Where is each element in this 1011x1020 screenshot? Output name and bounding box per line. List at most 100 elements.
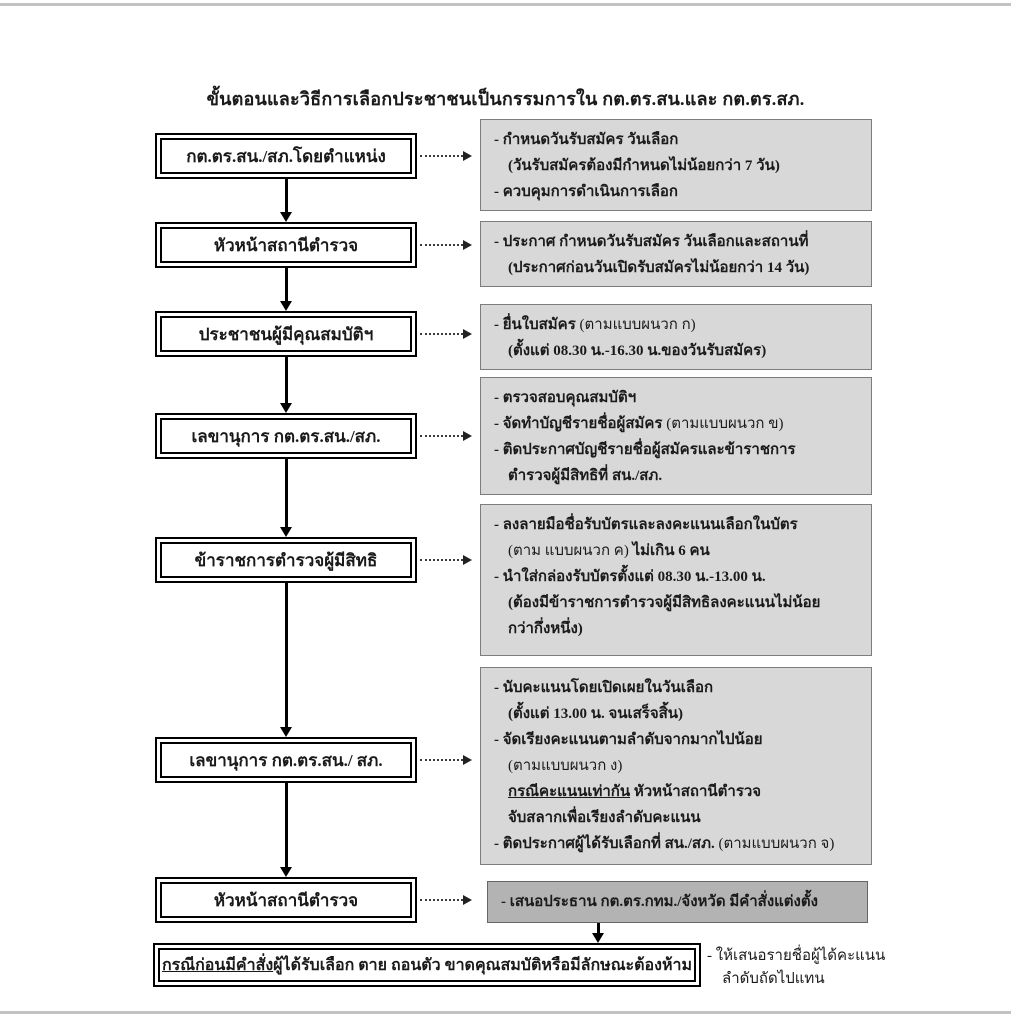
exception-label: กรณีก่อนมีคำสั่ง ผู้ได้รับเลือก ตาย ถอนต… [158, 948, 696, 982]
arrow-right-icon [463, 329, 472, 339]
detail-line: - ประกาศ กำหนดวันรับสมัคร วันเลือกและสถา… [494, 234, 809, 250]
detail-line: (ประกาศก่อนวันเปิดรับสมัครไม่น้อยกว่า 14… [508, 260, 810, 276]
detail-box-3: - ยื่นใบสมัคร (ตามแบบผนวก ก) (ตั้งแต่ 08… [480, 304, 872, 370]
dotted-line [420, 155, 463, 157]
detail-box-2: - ประกาศ กำหนดวันรับสมัคร วันเลือกและสถา… [480, 221, 872, 287]
detail-line: (ตาม แบบผนวก ค) ไม่เกิน 6 คน [494, 538, 861, 564]
arrow-down-icon [280, 527, 292, 537]
detail-segment: ไม่เกิน 6 คน [632, 543, 710, 559]
arrow-line [596, 923, 600, 933]
note-line: - ให้เสนอรายชื่อผู้ได้คะแนน [707, 948, 886, 964]
arrow-right-icon [463, 240, 472, 250]
flow-arrow-down-6 [279, 783, 293, 877]
arrow-down-icon [280, 301, 292, 311]
exception-segment: กรณีก่อนมีคำสั่ง [161, 956, 274, 974]
arrow-line [284, 783, 288, 867]
detail-segment: (ตามแบบผนวก ข) [666, 416, 784, 432]
detail-box-1: - กำหนดวันรับสมัคร วันเลือก (วันรับสมัคร… [480, 119, 872, 211]
detail-line: - ลงลายมือชื่อรับบัตรและลงคะแนนเลือกในบั… [494, 517, 798, 533]
arrow-down-icon [280, 212, 292, 222]
arrow-line [284, 268, 288, 301]
actor-box-2: หัวหน้าสถานีตำรวจ [155, 222, 417, 268]
detail-line: ตำรวจผู้มีสิทธิที่ สน./สภ. [508, 468, 663, 484]
detail-line: - กำหนดวันรับสมัคร วันเลือก [494, 132, 679, 148]
actor-box-7: หัวหน้าสถานีตำรวจ [155, 877, 417, 923]
detail-line: (ต้องมีข้าราชการตำรวจผู้มีสิทธิลงคะแนนไม… [508, 595, 821, 611]
dotted-connector-2 [420, 238, 472, 252]
actor-box-3: ประชาชนผู้มีคุณสมบัติฯ [155, 311, 417, 357]
detail-segment: หัวหน้าสถานีตำรวจ [630, 784, 762, 800]
actor-box-6: เลขานุการ กต.ตร.สน./ สภ. [155, 737, 417, 783]
actor-box-5: ข้าราชการตำรวจผู้มีสิทธิ [155, 537, 417, 583]
detail-line: กว่ากึ่งหนึ่ง) [508, 621, 583, 637]
note-line: ลำดับถัดไปแทน [722, 971, 825, 987]
arrow-down-icon [592, 933, 604, 943]
detail-segment: - ติดประกาศผู้ได้รับเลือกที่ สน./สภ. [494, 836, 719, 852]
detail-segment: - จัดทำบัญชีรายชื่อผู้สมัคร [494, 416, 667, 432]
scan-artifact-bottom [0, 1011, 1011, 1014]
exception-note: - ให้เสนอรายชื่อผู้ได้คะแนน ลำดับถัดไปแท… [707, 945, 927, 991]
arrow-line [284, 179, 288, 212]
detail-line: - นับคะแนนโดยเปิดเผยในวันเลือก [494, 680, 714, 696]
actor-label-6: เลขานุการ กต.ตร.สน./ สภ. [160, 742, 412, 778]
actor-label-1: กต.ตร.สน./สภ.โดยตำแหน่ง [160, 138, 412, 174]
detail-line: - ควบคุมการดำเนินการเลือก [494, 184, 678, 200]
detail-box-6: - นับคะแนนโดยเปิดเผยในวันเลือก (ตั้งแต่ … [480, 667, 872, 865]
dotted-connector-6 [420, 753, 472, 767]
actor-box-1: กต.ตร.สน./สภ.โดยตำแหน่ง [155, 133, 417, 179]
dotted-connector-3 [420, 327, 472, 341]
detail-line: จับสลากเพื่อเรียงลำดับคะแนน [508, 810, 701, 826]
arrow-right-icon [463, 895, 472, 905]
dotted-line [420, 333, 463, 335]
arrow-down-icon [280, 867, 292, 877]
detail-line: - จัดทำบัญชีรายชื่อผู้สมัคร (ตามแบบผนวก … [494, 411, 861, 437]
dotted-connector-4 [420, 429, 472, 443]
dotted-line [420, 435, 463, 437]
dotted-line [420, 899, 463, 901]
detail-segment: - ยื่นใบสมัคร [494, 317, 580, 333]
arrow-right-icon [463, 431, 472, 441]
dotted-line [420, 759, 463, 761]
flow-arrow-down-3 [279, 357, 293, 413]
flow-arrow-down-2 [279, 268, 293, 311]
actor-label-7: หัวหน้าสถานีตำรวจ [160, 882, 412, 918]
detail-line: - นำใส่กล่องรับบัตรตั้งแต่ 08.30 น.-13.0… [494, 569, 766, 585]
arrow-right-icon [463, 555, 472, 565]
arrow-line [284, 583, 288, 727]
detail-box-7: - เสนอประธาน กต.ตร.กทม./จังหวัด มีคำสั่ง… [487, 881, 868, 923]
actor-label-4: เลขานุการ กต.ตร.สน./สภ. [160, 418, 412, 454]
exception-box: กรณีก่อนมีคำสั่ง ผู้ได้รับเลือก ตาย ถอนต… [153, 943, 701, 987]
scan-artifact-top [0, 3, 1011, 6]
detail-box-5: - ลงลายมือชื่อรับบัตรและลงคะแนนเลือกในบั… [480, 504, 872, 656]
detail-segment: กรณีคะแนนเท่ากัน [508, 784, 631, 800]
detail-line: (ตั้งแต่ 08.30 น.-16.30 น.ของวันรับสมัคร… [508, 343, 767, 359]
page-title: ขั้นตอนและวิธีการเลือกประชาชนเป็นกรรมการ… [206, 89, 805, 109]
detail-segment: (ตาม แบบผนวก ค) [508, 543, 633, 559]
actor-box-4: เลขานุการ กต.ตร.สน./สภ. [155, 413, 417, 459]
detail-line: - ติดประกาศบัญชีรายชื่อผู้สมัครและข้าราช… [494, 442, 796, 458]
actor-label-3: ประชาชนผู้มีคุณสมบัติฯ [160, 316, 412, 352]
detail-line: - ยื่นใบสมัคร (ตามแบบผนวก ก) [494, 312, 861, 338]
dotted-connector-7 [420, 893, 472, 907]
flow-arrow-down-7 [591, 923, 605, 943]
detail-segment: (ตามแบบผนวก จ) [718, 836, 835, 852]
detail-line: (ตามแบบผนวก ง) [508, 758, 623, 774]
flow-arrow-down-1 [279, 179, 293, 222]
exception-segment: ผู้ได้รับเลือก ตาย ถอนตัว ขาดคุณสมบัติหร… [273, 956, 693, 974]
arrow-down-icon [280, 727, 292, 737]
detail-line: - เสนอประธาน กต.ตร.กทม./จังหวัด มีคำสั่ง… [501, 894, 818, 910]
arrow-line [284, 357, 288, 403]
dotted-line [420, 244, 463, 246]
detail-line: - ตรวจสอบคุณสมบัติฯ [494, 390, 637, 406]
dotted-connector-5 [420, 553, 472, 567]
dotted-line [420, 559, 463, 561]
flow-arrow-down-5 [279, 583, 293, 737]
detail-line: (วันรับสมัครต้องมีกำหนดไม่น้อยกว่า 7 วัน… [508, 158, 780, 174]
arrow-right-icon [463, 151, 472, 161]
arrow-down-icon [280, 403, 292, 413]
arrow-right-icon [463, 755, 472, 765]
detail-line: (ตั้งแต่ 13.00 น. จนเสร็จสิ้น) [508, 706, 684, 722]
flow-arrow-down-4 [279, 459, 293, 537]
actor-label-5: ข้าราชการตำรวจผู้มีสิทธิ [160, 542, 412, 578]
detail-line: - จัดเรียงคะแนนตามลำดับจากมากไปน้อย [494, 732, 763, 748]
